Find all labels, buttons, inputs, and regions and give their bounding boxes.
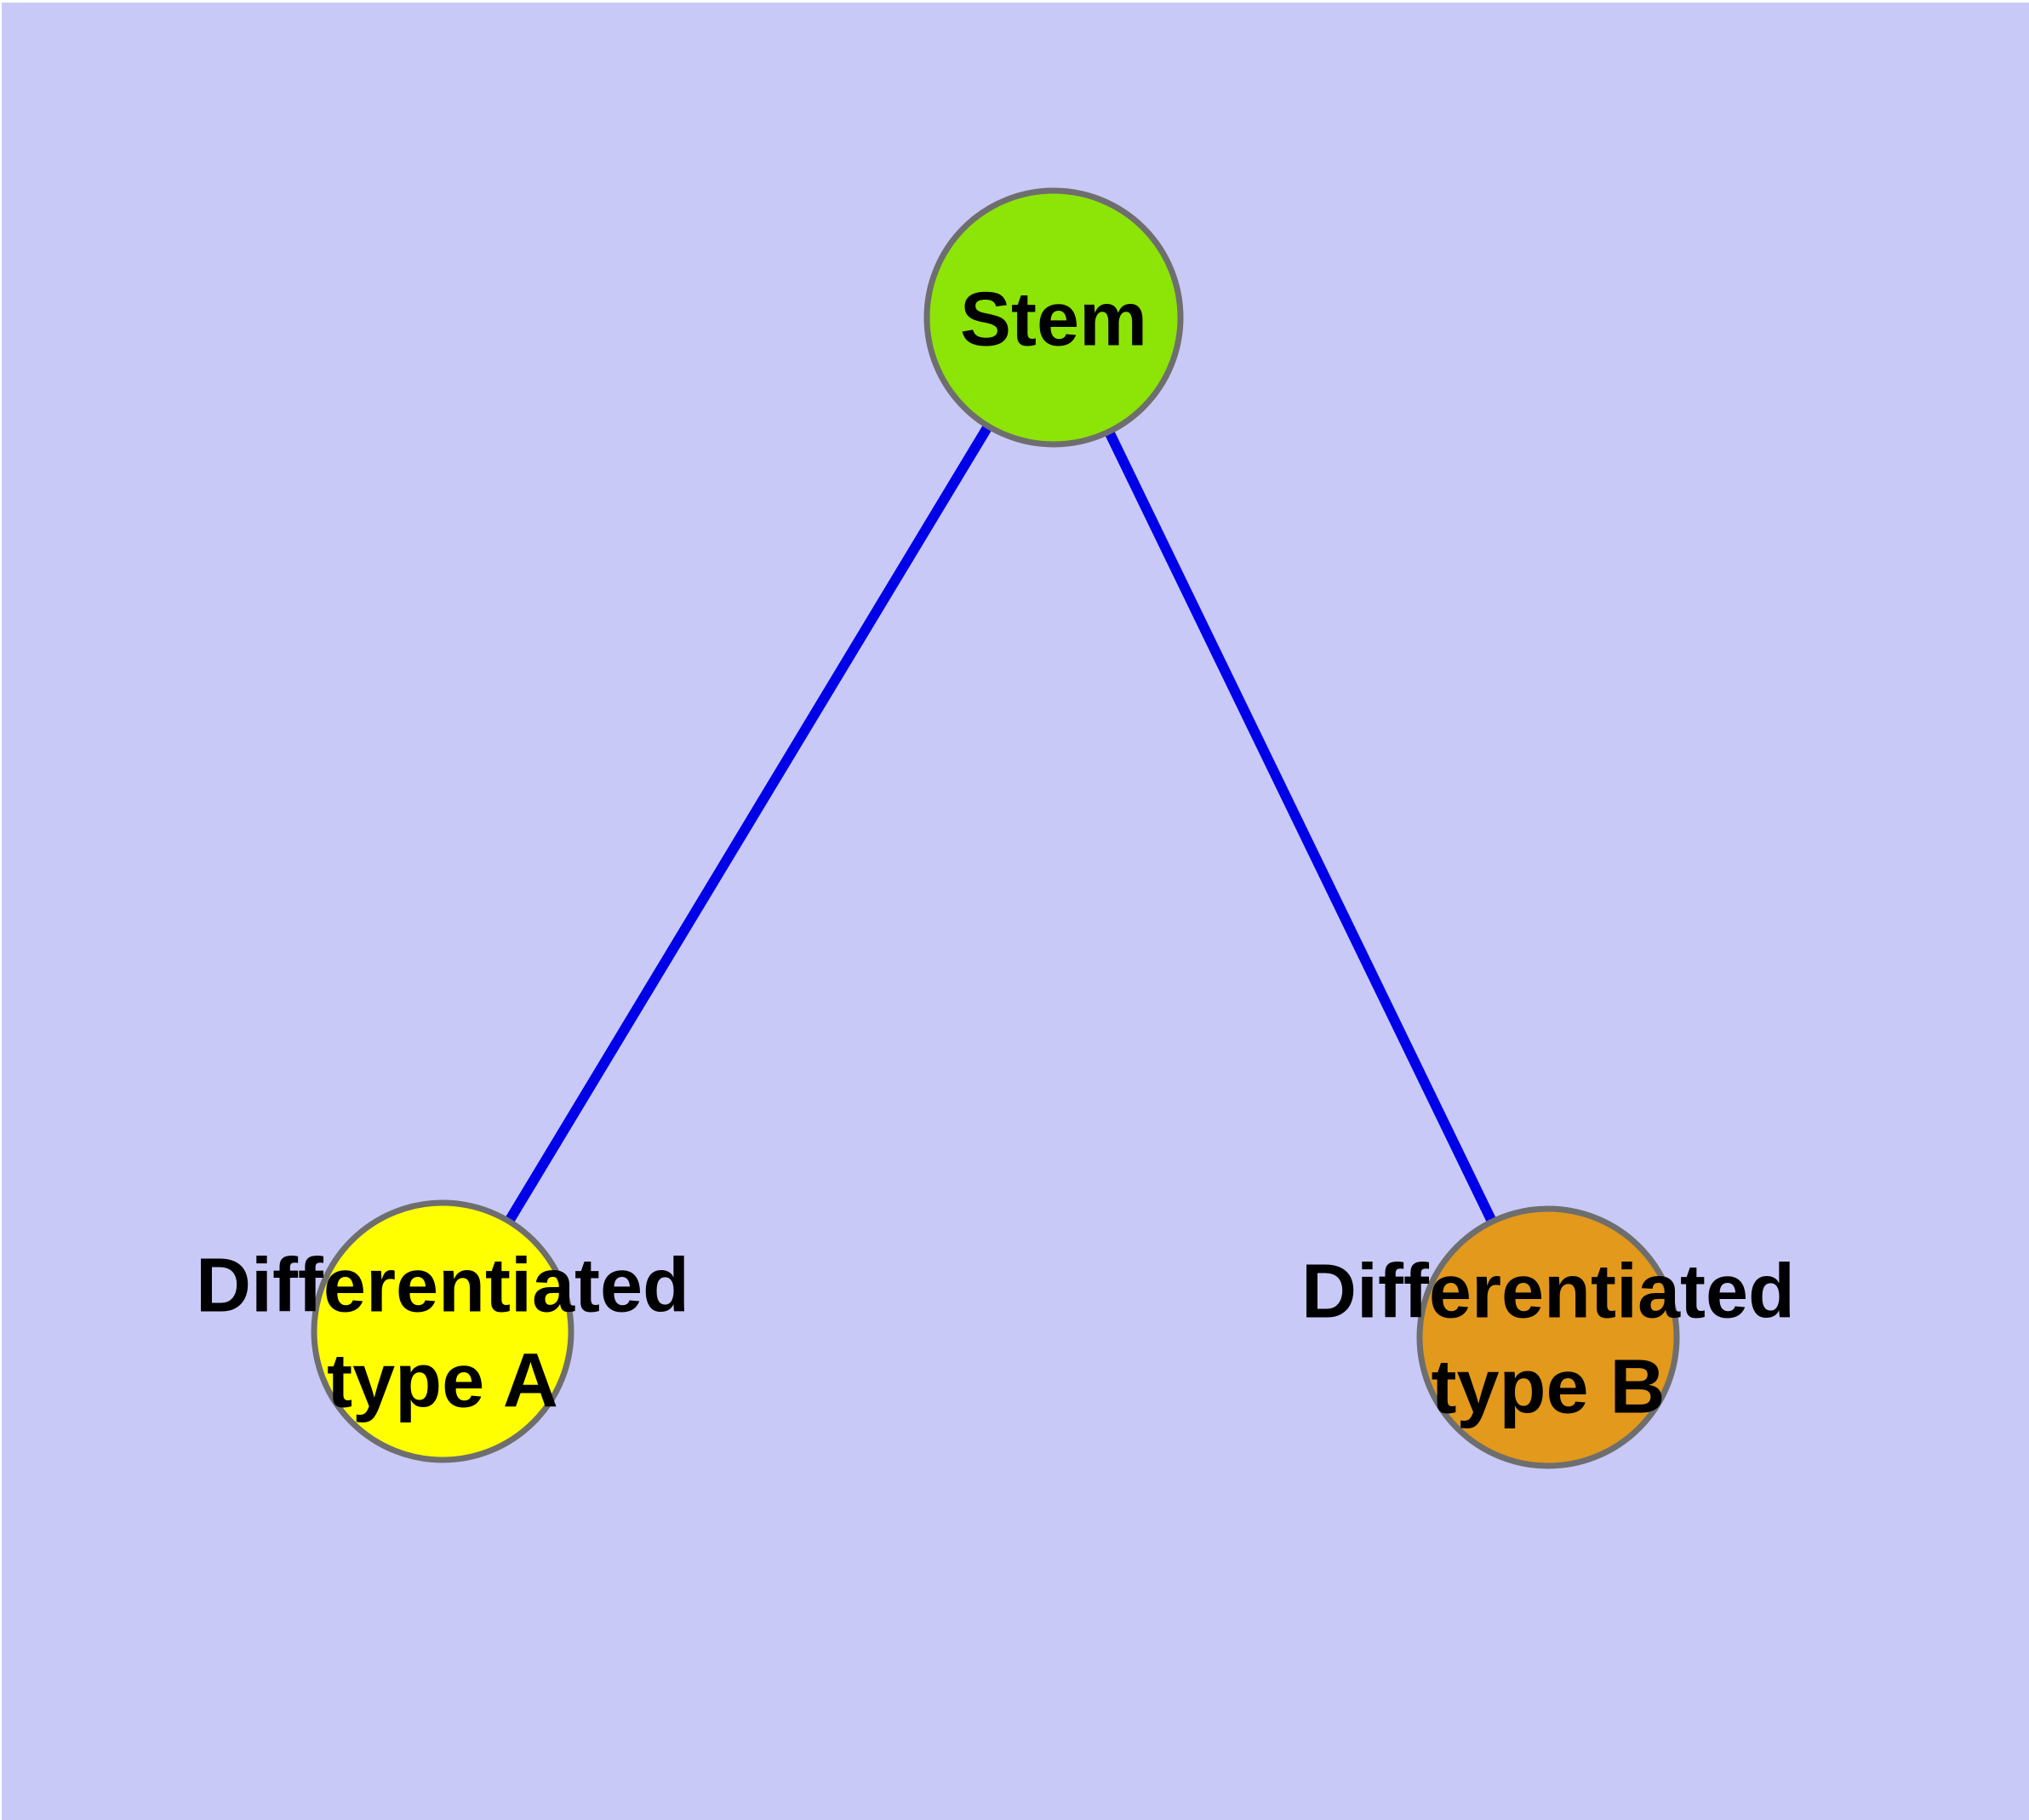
node-differentiated-type-a: Differentiated type A <box>196 1199 689 1463</box>
node-label-differentiated-type-b: Differentiated type B <box>1301 1249 1795 1429</box>
node-label-line: type A <box>327 1338 558 1423</box>
node-circle-differentiated-type-a <box>311 1199 574 1463</box>
node-label-line: Differentiated <box>196 1243 689 1328</box>
node-label-line: type B <box>1431 1344 1665 1429</box>
node-label-stem: Stem <box>960 277 1147 362</box>
node-circle-stem <box>923 187 1184 448</box>
node-label-differentiated-type-a: Differentiated type A <box>196 1243 689 1423</box>
node-differentiated-type-b: Differentiated type B <box>1301 1205 1795 1469</box>
node-label-line: Stem <box>960 277 1147 362</box>
node-label-line: Differentiated <box>1301 1249 1795 1334</box>
edge-stem-to-differentiated-type-b <box>1049 315 1553 1340</box>
node-stem: Stem <box>923 187 1184 448</box>
edge-stem-to-differentiated-type-a <box>437 314 1059 1335</box>
node-circle-differentiated-type-b <box>1416 1205 1680 1469</box>
